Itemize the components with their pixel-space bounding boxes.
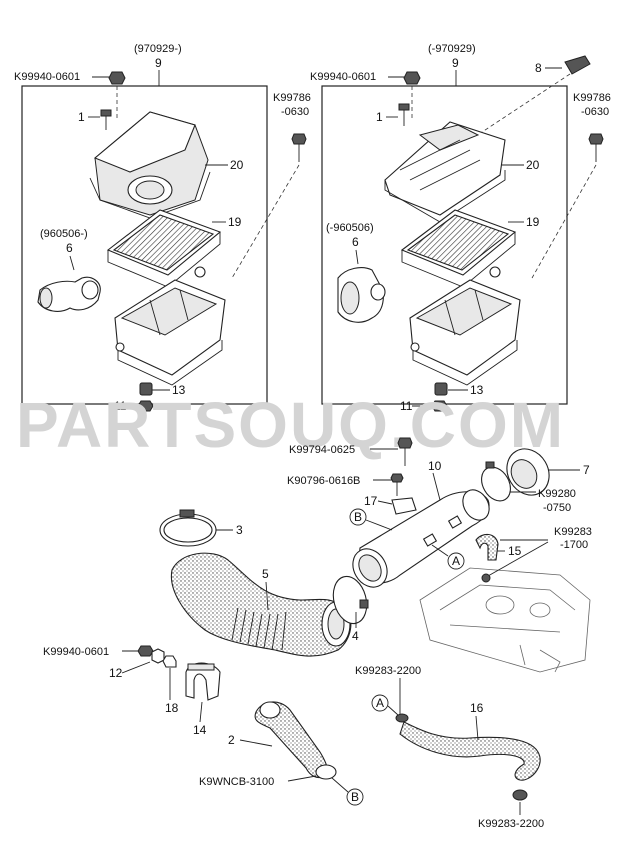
k90796-label: K90796-0616B <box>287 475 360 487</box>
k99283-1700-label-b: -1700 <box>560 539 588 551</box>
right-date-range: (-970929) <box>428 43 476 55</box>
grommet-18-icon <box>162 655 177 668</box>
left-cleaner-cover <box>89 111 211 219</box>
right-intake-duct <box>337 267 386 323</box>
small-hose-15 <box>475 533 499 583</box>
lower-assembly: K99794-0625 K90796-0616B 17 10 B <box>43 437 592 830</box>
part-3-label: 3 <box>236 523 243 537</box>
right-part-1-label: 1 <box>376 110 383 124</box>
left-k99940-label: K99940-0601 <box>14 71 80 83</box>
k99283-2200-top-label: K99283-2200 <box>355 665 421 677</box>
right-screw-icon <box>398 103 410 126</box>
right-part-11-label: 11 <box>400 399 413 413</box>
left-part-11-label: 11 <box>114 399 127 413</box>
left-cleaner-case <box>114 266 226 386</box>
part-14-label: 14 <box>193 723 207 737</box>
right-part-20-label: 20 <box>526 158 540 172</box>
duct-seal-7 <box>506 448 550 496</box>
k99283-1700-label-a: K99283 <box>554 526 592 538</box>
part-2-label: 2 <box>228 733 235 747</box>
left-k99786-label-a: K99786 <box>273 92 311 104</box>
left-grommet-icon <box>139 382 153 396</box>
right-part-9-label: 9 <box>452 56 459 70</box>
left-date-6: (960506-) <box>40 228 88 240</box>
right-part-6-label: 6 <box>352 235 359 249</box>
part-15-label: 15 <box>508 544 522 558</box>
right-k99786-label-a: K99786 <box>573 92 611 104</box>
nut-lower-icon <box>137 645 165 664</box>
right-k99940-label: K99940-0601 <box>310 71 376 83</box>
hose-16 <box>395 713 541 781</box>
part-12-label: 12 <box>109 666 123 680</box>
watermark: PARTSOUQ.COM <box>16 389 565 461</box>
part-7-label: 7 <box>583 463 590 477</box>
right-cleaner-cover <box>384 121 506 223</box>
bracket-17-icon <box>391 497 417 515</box>
left-nut-bottom-icon <box>137 400 154 412</box>
air-intake-duct-10 <box>352 489 490 588</box>
ref-a-mid-label: A <box>452 554 460 568</box>
right-part-19-label: 19 <box>526 215 540 229</box>
left-k99786-label-b: -0630 <box>281 106 309 118</box>
ref-a-mid-circle <box>447 552 465 570</box>
part-16-label: 16 <box>470 701 484 715</box>
bolt-k90796-icon <box>390 473 404 496</box>
left-part-9-label: 9 <box>155 56 162 70</box>
right-date-6: (-960506) <box>326 222 374 234</box>
ref-b-low-label: B <box>351 790 359 804</box>
part-10-label: 10 <box>428 459 442 473</box>
left-part-1-label: 1 <box>78 110 85 124</box>
hose-clamp-k99280 <box>481 461 511 502</box>
right-panel: (-970929) 9 K99940-0601 1 K99786 -0630 8 <box>310 43 611 413</box>
ref-b-top-label: B <box>354 510 362 524</box>
engine-block-outline <box>419 567 591 673</box>
left-bolt-icon <box>231 133 307 279</box>
left-nut-icon <box>108 71 126 120</box>
right-nut-bottom-icon <box>431 400 448 412</box>
left-part-13-label: 13 <box>172 383 186 397</box>
right-grommet-icon <box>434 382 448 396</box>
left-part-6-label: 6 <box>66 241 73 255</box>
right-bolt-icon <box>531 133 604 279</box>
bracket-14-icon <box>185 662 221 701</box>
k99280-label-b: -0750 <box>543 502 571 514</box>
ref-b-top-circle <box>349 508 367 526</box>
part-17-label: 17 <box>364 494 378 508</box>
right-nut-icon <box>403 71 421 118</box>
k99940-lower-label: K99940-0601 <box>43 646 109 658</box>
left-part-19-label: 19 <box>228 215 242 229</box>
k9wncb-label: K9WNCB-3100 <box>199 776 274 788</box>
clamp-k9wncb <box>315 764 337 780</box>
right-part-13-label: 13 <box>470 383 484 397</box>
ref-b-low-circle <box>346 788 364 806</box>
left-intake-duct <box>37 276 101 312</box>
hose-2 <box>254 701 328 779</box>
ref-a-low-circle <box>371 694 389 712</box>
part-18-label: 18 <box>165 701 179 715</box>
left-panel: (970929-) 9 K99940-0601 1 K99786 -0630 <box>14 43 311 413</box>
ref-a-low-label: A <box>376 696 384 710</box>
k99794-label: K99794-0625 <box>289 444 355 456</box>
left-part-20-label: 20 <box>230 158 244 172</box>
k99283-2200-bottom-label: K99283-2200 <box>478 818 544 830</box>
right-k99786-label-b: -0630 <box>581 106 609 118</box>
part-8-label: 8 <box>535 61 542 75</box>
left-screw-icon <box>100 109 112 130</box>
air-hose-5 <box>170 552 352 657</box>
part-5-label: 5 <box>262 567 269 581</box>
clamp-ring-3 <box>159 509 217 547</box>
part-4-label: 4 <box>352 629 359 643</box>
intake-air-sensor-icon <box>469 55 591 141</box>
clamp-k99283-2200-bottom <box>512 789 528 801</box>
bolt-k99794-icon <box>397 437 413 466</box>
right-cleaner-case <box>409 266 521 386</box>
k99280-label-a: K99280 <box>538 488 576 500</box>
left-date-range: (970929-) <box>134 43 182 55</box>
